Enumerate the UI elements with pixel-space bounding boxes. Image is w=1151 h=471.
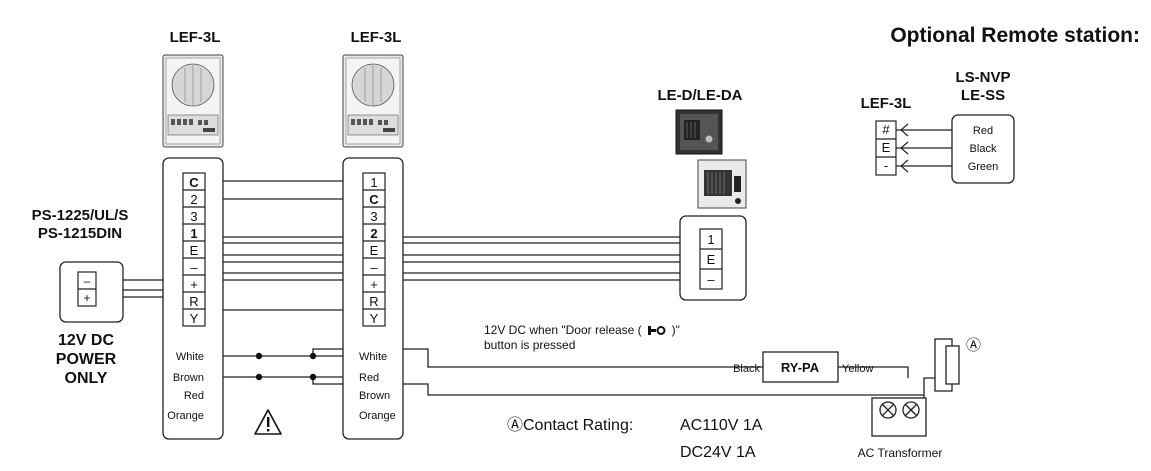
door-terminals: 1 E – <box>699 228 723 290</box>
terminal-label: R <box>369 294 378 309</box>
lead-label: Red <box>359 372 379 384</box>
key-icon <box>648 326 666 335</box>
warning-icon <box>254 409 282 435</box>
terminal-label: – <box>707 272 715 287</box>
wire-yellow-label: Yellow <box>842 363 873 375</box>
terminal-label: 1 <box>370 175 377 190</box>
terminal-label: C <box>369 192 379 207</box>
terminal-label: Y <box>370 311 379 326</box>
terminal-label: Y <box>190 311 199 326</box>
transformer-box <box>871 397 927 437</box>
lead-label: White <box>176 351 204 363</box>
lead-label: Orange <box>167 410 204 422</box>
remote-arrows <box>900 123 909 173</box>
door-release-note-2: button is pressed <box>484 338 575 352</box>
remote-ls-label-2: LE-SS <box>961 87 1005 104</box>
door-strike-icon <box>934 338 960 392</box>
door-station-icon <box>697 159 747 209</box>
lead-label: Orange <box>359 410 396 422</box>
terminal-label: C <box>189 175 199 190</box>
contact-rating-1: AC110V 1A <box>680 417 763 434</box>
lamp-icon <box>879 401 897 419</box>
remote-station-box <box>951 114 1015 184</box>
lead-label: White <box>359 351 387 363</box>
terminal-label: 2 <box>190 192 197 207</box>
terminal-label: + <box>370 277 378 292</box>
door-station-icon <box>675 109 723 155</box>
junction-dots <box>255 352 317 381</box>
terminal-label: E <box>190 243 199 258</box>
remote-ls-label-1: LS-NVP <box>955 69 1010 86</box>
relay-box <box>762 351 839 383</box>
remote-wire-label: Black <box>970 143 997 155</box>
terminal-label: 3 <box>370 209 377 224</box>
station-1-label: LEF-3L <box>170 29 221 46</box>
wire-runs <box>96 129 952 398</box>
terminal-label: E <box>707 252 716 267</box>
station-2-label: LEF-3L <box>351 29 402 46</box>
terminal-label: 3 <box>190 209 197 224</box>
terminal-label: 1 <box>190 226 197 241</box>
contact-rating-label: ⒶContact Rating: <box>507 416 633 434</box>
station-2-terminals: 1 C 3 2 E – + R Y <box>362 172 386 327</box>
strike-marker: Ⓐ <box>966 337 981 354</box>
terminal-label: E <box>882 140 891 155</box>
lead-label: Brown <box>359 390 390 402</box>
terminal-label: 2 <box>370 226 377 241</box>
station-2-leads: White Red Brown Orange <box>359 351 396 422</box>
remote-wire-label: Red <box>973 125 993 137</box>
power-supply-label-2: PS-1215DIN <box>38 225 122 242</box>
station-1-leads: White Brown Red Orange <box>167 351 204 422</box>
power-note-line-3: ONLY <box>65 370 108 387</box>
power-note-line-2: POWER <box>56 351 117 368</box>
lead-label: Red <box>184 390 204 402</box>
optional-remote-title: Optional Remote station: <box>890 24 1140 47</box>
transformer-label: AC Transformer <box>858 446 943 460</box>
power-terminal-minus: – <box>84 274 91 288</box>
remote-wire-label: Green <box>968 161 999 173</box>
terminal-label: – <box>370 260 378 275</box>
terminal-label: # <box>882 122 890 137</box>
terminal-label: – <box>190 260 198 275</box>
lead-label: Brown <box>173 372 204 384</box>
lamp-icon <box>902 401 920 419</box>
intercom-unit-icon <box>162 54 224 148</box>
wire-black-label: Black <box>733 363 760 375</box>
terminal-label: E <box>370 243 379 258</box>
remote-terminals: # E - <box>875 120 897 176</box>
terminal-label: 1 <box>707 232 714 247</box>
door-release-note: 12V DC when "Door release ()" <box>484 323 680 337</box>
power-note-line-1: 12V DC <box>58 332 114 349</box>
terminal-label: + <box>190 277 198 292</box>
power-terminal-plus: + <box>83 291 90 305</box>
power-supply-label-1: PS-1225/UL/S <box>32 207 129 224</box>
remote-lef-label: LEF-3L <box>861 95 912 112</box>
relay-label: RY-PA <box>781 360 820 375</box>
contact-rating-2: DC24V 1A <box>680 444 756 461</box>
terminal-label: - <box>884 158 888 173</box>
station-1-terminals: C 2 3 1 E – + R Y <box>182 172 206 327</box>
intercom-unit-icon <box>342 54 404 148</box>
door-station-label: LE-D/LE-DA <box>658 87 743 104</box>
terminal-label: R <box>189 294 198 309</box>
